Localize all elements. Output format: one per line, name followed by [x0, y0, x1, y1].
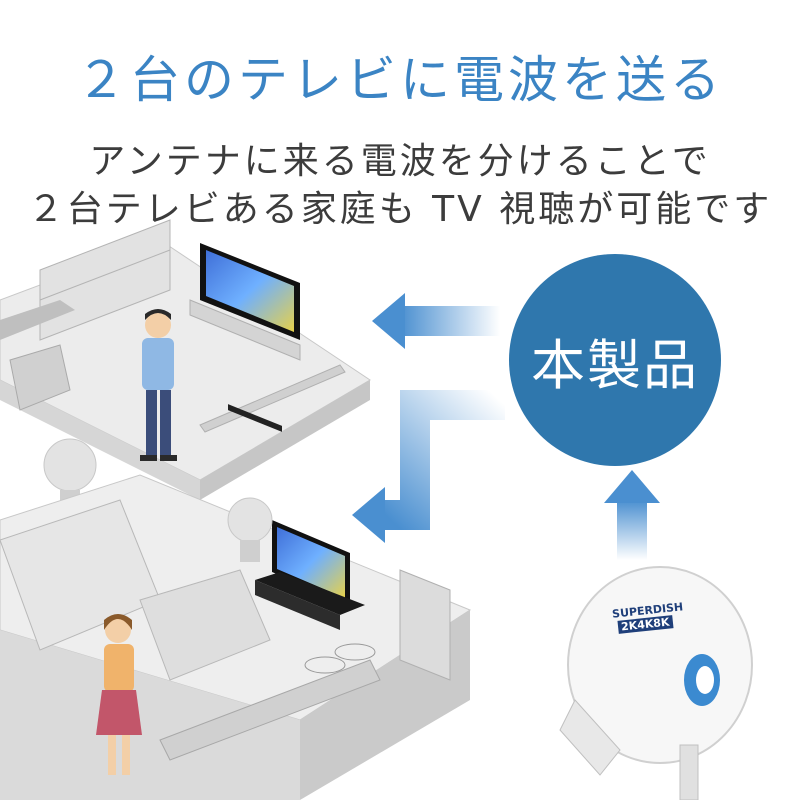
satellite-dish	[559, 566, 753, 800]
signal-arrow-to-lower-tv	[352, 390, 505, 543]
signal-arrow-to-upper-tv	[372, 293, 500, 349]
subtitle-line-2: ２台テレビある家庭も TV 視聴が可能です	[27, 189, 773, 230]
subtitle-line-1: アンテナに来る電波を分けることで	[89, 141, 711, 182]
person-woman	[96, 614, 142, 775]
signal-arrow-from-antenna	[604, 470, 660, 560]
tv-upper	[200, 243, 300, 432]
headline: ２台のテレビに電波を送る	[76, 51, 724, 109]
person-man	[140, 309, 177, 461]
plant-lower	[227, 497, 273, 562]
product-label-badge: 本製品	[509, 254, 721, 466]
upper-floor	[0, 219, 371, 500]
tv-lower	[255, 520, 365, 630]
